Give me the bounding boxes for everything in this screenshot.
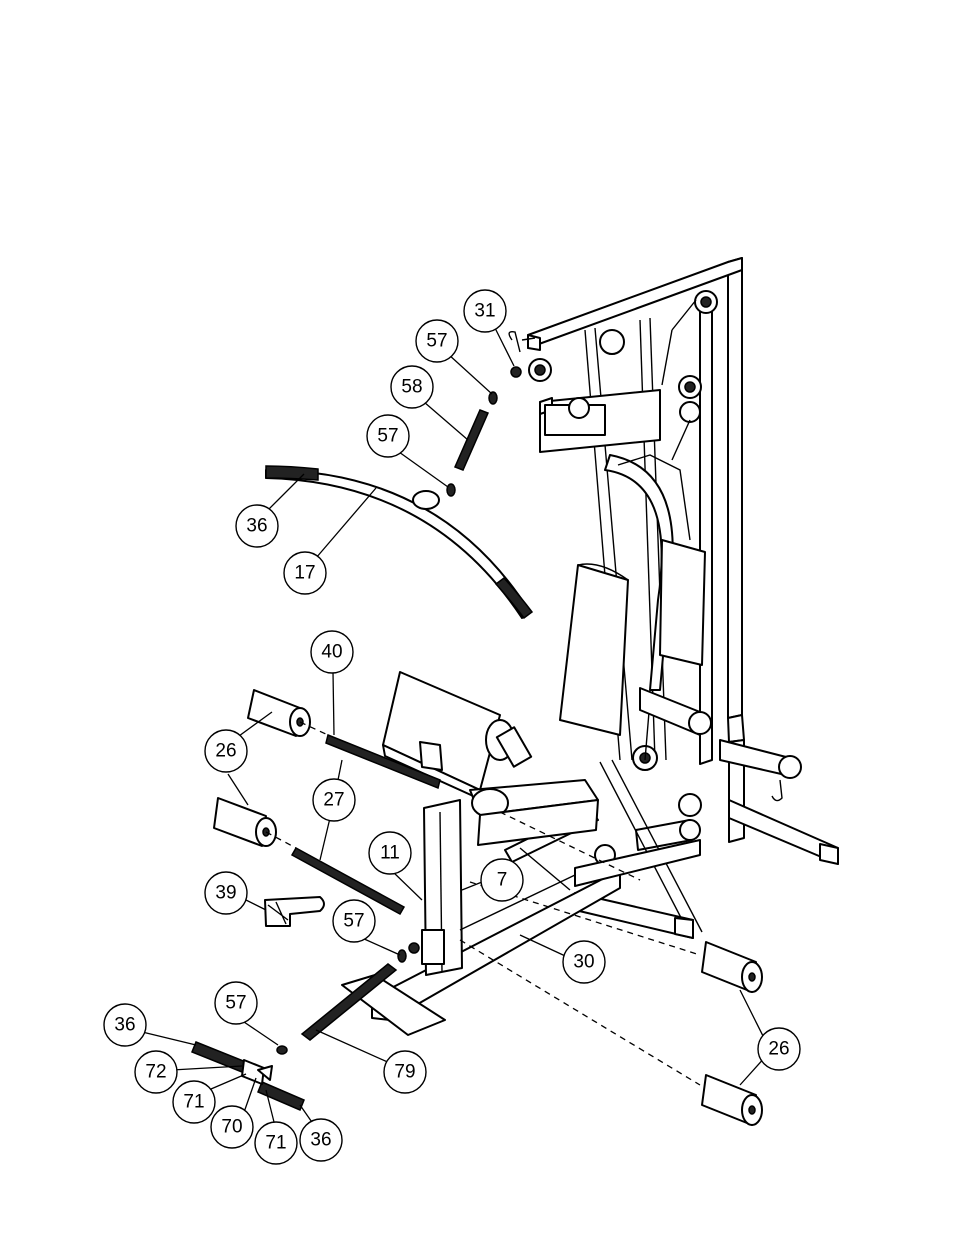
callout-11: 11: [369, 832, 411, 874]
callout-36-a-label: 36: [246, 516, 267, 537]
callout-79-label: 79: [394, 1062, 415, 1083]
callout-36-b: 36: [104, 1004, 146, 1046]
callout-40: 40: [311, 631, 353, 673]
callout-57-c-label: 57: [343, 911, 364, 932]
callout-36-b-label: 36: [114, 1015, 135, 1036]
callout-11-label: 11: [380, 843, 400, 864]
callout-71-a: 71: [173, 1081, 215, 1123]
callout-36-a: 36: [236, 505, 278, 547]
callout-71-b-label: 71: [265, 1133, 286, 1154]
callout-40-label: 40: [321, 642, 342, 663]
callout-70-label: 70: [221, 1117, 242, 1138]
callout-30-label: 30: [573, 952, 594, 973]
part-57-clip-column: [398, 950, 406, 962]
part-57-clip-mid: [447, 484, 455, 496]
callout-72-label: 72: [145, 1062, 166, 1083]
callout-58-label: 58: [401, 377, 422, 398]
callout-36-c-label: 36: [310, 1130, 331, 1151]
callout-36-c: 36: [300, 1119, 342, 1161]
part-58-pin: [455, 410, 488, 470]
callout-71-a-label: 71: [183, 1092, 204, 1113]
callout-27: 27: [313, 779, 355, 821]
callout-57-d: 57: [215, 982, 257, 1024]
callout-79: 79: [384, 1051, 426, 1093]
callout-71-b: 71: [255, 1122, 297, 1164]
callout-7-label: 7: [497, 870, 508, 891]
callout-27-label: 27: [323, 790, 344, 811]
callout-26-b-label: 26: [768, 1039, 789, 1060]
callout-26-b: 26: [758, 1028, 800, 1070]
part-57-clip-top: [489, 392, 497, 404]
callout-31: 31: [464, 290, 506, 332]
callout-57-b-label: 57: [377, 426, 398, 447]
callout-57-b: 57: [367, 415, 409, 457]
callout-57-a: 57: [416, 320, 458, 362]
callout-39-label: 39: [215, 883, 236, 904]
callout-26-a: 26: [205, 730, 247, 772]
callout-70: 70: [211, 1106, 253, 1148]
callout-17: 17: [284, 552, 326, 594]
part-39-clamp: [265, 897, 324, 926]
callout-58: 58: [391, 366, 433, 408]
part-57-clip-bottom: [277, 1046, 287, 1054]
callout-57-d-label: 57: [225, 993, 246, 1014]
callout-39: 39: [205, 872, 247, 914]
callout-26-a-label: 26: [215, 741, 236, 762]
callout-57-a-label: 57: [426, 331, 447, 352]
part-26-rollers-right: [702, 942, 762, 1125]
callout-72: 72: [135, 1051, 177, 1093]
part-17-lat-bar: [266, 466, 532, 618]
callout-30: 30: [563, 941, 605, 983]
callout-57-c: 57: [333, 900, 375, 942]
callout-17-label: 17: [294, 563, 315, 584]
callout-7: 7: [481, 859, 523, 901]
callout-31-label: 31: [474, 301, 495, 322]
